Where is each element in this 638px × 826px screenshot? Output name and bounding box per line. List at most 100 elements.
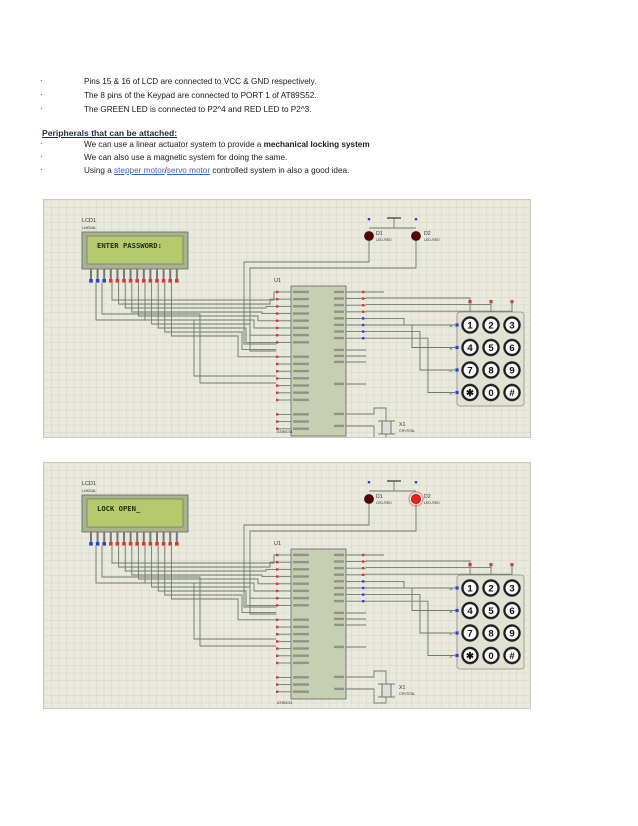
crystal-body [381, 420, 392, 435]
lcd-pin-terminal [95, 279, 100, 283]
lcd-pin [162, 532, 165, 542]
keypad-key-label: 0 [488, 388, 493, 399]
mcu-pin-label [293, 341, 309, 344]
keypad-key-label: 6 [509, 606, 514, 617]
mcu-pin-label [334, 566, 344, 570]
lcd-pin [162, 269, 165, 279]
led-d2 [411, 494, 421, 504]
lcd-display-text: LOCK OPEN_ [97, 504, 141, 513]
keypad-column-wire [366, 560, 471, 563]
led-d2-wire [249, 504, 417, 615]
mcu-pin-terminal [276, 420, 279, 423]
keypad-key-face [484, 604, 498, 617]
mcu-pin-terminal [276, 597, 279, 600]
keypad-row-label: B [450, 609, 453, 614]
led-d2-reference-label: D2 [424, 231, 431, 237]
crystal-reference-label: X1 [399, 685, 405, 691]
mcu-pin-terminal [276, 305, 279, 308]
keypad-key-face [505, 649, 519, 662]
mcu-pin-terminal [362, 586, 365, 590]
keypad-key-face [463, 341, 477, 354]
lcd-data-wire [170, 546, 276, 621]
lcd-pin-terminal [115, 279, 120, 283]
stepper-motor-link[interactable]: stepper motor [114, 166, 165, 175]
mcu-pin-terminal [362, 567, 365, 570]
keypad-key-face [463, 581, 477, 595]
crystal-body [381, 683, 392, 698]
keypad-key-label: 4 [467, 606, 473, 617]
mcu-pin-label [334, 336, 344, 340]
keypad-row-label: D [450, 391, 453, 396]
mcu-pin-label [293, 582, 309, 585]
keypad-key-label: ✱ [466, 388, 475, 399]
mcu-pin-terminal [276, 362, 279, 366]
mcu-pin-terminal [276, 326, 279, 330]
lcd-pin [116, 269, 119, 279]
keypad-key-label: 8 [488, 629, 493, 640]
lcd-reference-label: LCD1 [82, 218, 96, 224]
mcu-pin-terminal [362, 330, 365, 333]
mcu-pin-terminal [276, 370, 279, 373]
keypad-key-label: 3 [509, 321, 514, 332]
lcd-pin [90, 532, 92, 542]
mcu-pin-label [293, 420, 309, 423]
lcd-pin-terminal [148, 542, 153, 546]
mcu-pin-label [293, 391, 309, 394]
mcu-pin-terminal [276, 391, 279, 394]
mcu-pin-terminal [276, 427, 279, 430]
keypad-key-face [484, 649, 498, 662]
bullet-marker: · [40, 139, 43, 148]
mcu-pin-label [334, 611, 344, 615]
mcu-pin-terminal [276, 690, 279, 693]
mcu-pin-terminal [362, 553, 365, 557]
mcu-pin-label [334, 687, 344, 691]
lcd-screen [86, 235, 184, 265]
microcontroller-reference-label: U1 [274, 541, 281, 547]
lcd-part-label: LM016L [82, 225, 97, 230]
lcd-reference-label: LCD1 [82, 481, 96, 487]
keypad-column-wire [366, 563, 513, 575]
lcd-pin-terminal [155, 542, 159, 546]
crystal-wire [366, 425, 387, 437]
bullet-marker: · [40, 152, 43, 161]
led-terminal [414, 481, 418, 484]
keypad-row-terminal [455, 586, 459, 590]
mcu-pin-terminal [276, 568, 279, 571]
item-text: Using a [84, 166, 115, 175]
item-text: controlled system in also a good idea. [210, 166, 350, 175]
keypad-key-face [484, 626, 498, 640]
lcd-data-wire [137, 546, 276, 585]
mcu-pin-terminal [276, 618, 279, 621]
mcu-pin-label [334, 424, 344, 428]
keypad-key-face [484, 318, 498, 332]
mcu-pin-label [334, 599, 344, 603]
lcd-part-label: LM016L [82, 488, 97, 493]
mcu-pin-terminal [362, 593, 365, 596]
keypad-column-terminal [468, 300, 472, 304]
lcd-control-wire [95, 546, 276, 640]
lcd-data-wire [164, 283, 276, 351]
mcu-pin-label [293, 654, 309, 657]
mcu-pin-terminal [276, 312, 279, 315]
servo-motor-link[interactable]: servo motor [166, 166, 211, 175]
keypad-row-terminal [455, 608, 459, 613]
mcu-pin-label [293, 290, 309, 294]
keypad-key-label: ✱ [466, 651, 475, 662]
keypad-row-wire [366, 324, 455, 348]
lcd-pin-terminal [109, 279, 113, 283]
mcu-pin-terminal [276, 582, 279, 585]
list-item-text: The GREEN LED is connected to P2^4 and R… [84, 105, 312, 114]
mcu-pin-terminal [276, 561, 279, 564]
mcu-pin-label [334, 330, 344, 333]
crystal-part-label: CRYSTAL [399, 692, 415, 696]
mcu-pin-terminal [276, 290, 279, 294]
mcu-pin-terminal [276, 341, 279, 344]
lcd-pin [149, 269, 152, 279]
mcu-pin-label [334, 310, 344, 313]
lcd-pin [149, 532, 152, 542]
mcu-pin-label [293, 369, 309, 373]
keypad-key-face [463, 604, 477, 617]
led-terminal [414, 218, 418, 221]
